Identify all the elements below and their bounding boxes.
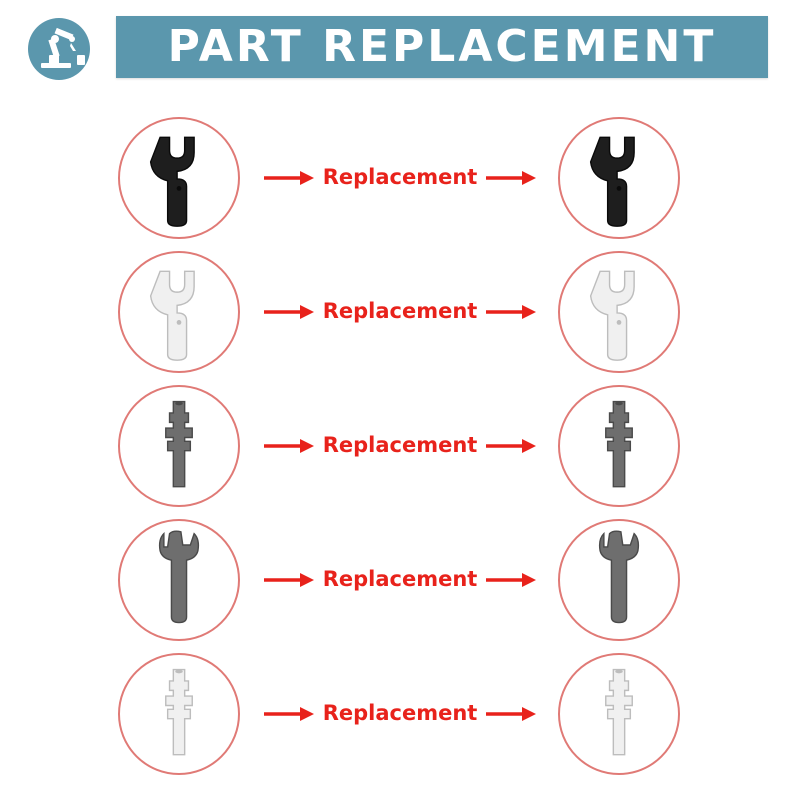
- gray-nozzle-pin-icon: [605, 400, 633, 488]
- old-part-circle: [118, 385, 240, 507]
- arrow-right-icon: [486, 706, 536, 721]
- replacement-row: Replacement: [0, 117, 800, 239]
- old-part-circle: [118, 117, 240, 239]
- new-part-circle: [558, 117, 680, 239]
- arrow-right-icon: [264, 170, 314, 185]
- logo: [27, 17, 91, 81]
- robot-arm-icon: [28, 18, 90, 80]
- title-banner: PART REPLACEMENT: [116, 16, 768, 78]
- new-part-circle: [558, 385, 680, 507]
- new-part-circle: [558, 653, 680, 775]
- old-part-circle: [118, 653, 240, 775]
- black-clip-part-icon: [149, 136, 195, 227]
- replacement-label: Replacement: [322, 433, 478, 457]
- replacement-label: Replacement: [322, 165, 478, 189]
- arrow-right-icon: [486, 438, 536, 453]
- replacement-label: Replacement: [322, 567, 478, 591]
- white-clip-part-icon: [589, 270, 635, 361]
- white-clip-part-icon: [149, 270, 195, 361]
- new-part-circle: [558, 519, 680, 641]
- replacement-label: Replacement: [322, 701, 478, 725]
- white-nozzle-pin-icon: [605, 668, 633, 756]
- page-title: PART REPLACEMENT: [167, 21, 717, 72]
- old-part-circle: [118, 519, 240, 641]
- old-part-circle: [118, 251, 240, 373]
- arrow-right-icon: [264, 572, 314, 587]
- replacement-indicator: Replacement: [264, 560, 536, 598]
- white-nozzle-pin-icon: [165, 668, 193, 756]
- gray-nozzle-pin-icon: [165, 400, 193, 488]
- arrow-right-icon: [264, 304, 314, 319]
- replacement-row: Replacement: [0, 653, 800, 775]
- replacement-row: Replacement: [0, 251, 800, 373]
- replacement-row: Replacement: [0, 519, 800, 641]
- replacement-indicator: Replacement: [264, 694, 536, 732]
- replacement-indicator: Replacement: [264, 158, 536, 196]
- replacement-indicator: Replacement: [264, 426, 536, 464]
- arrow-right-icon: [486, 170, 536, 185]
- arrow-right-icon: [486, 572, 536, 587]
- replacement-row: Replacement: [0, 385, 800, 507]
- arrow-right-icon: [264, 438, 314, 453]
- new-part-circle: [558, 251, 680, 373]
- arrow-right-icon: [486, 304, 536, 319]
- gray-wrench-part-icon: [158, 530, 200, 624]
- replacement-indicator: Replacement: [264, 292, 536, 330]
- arrow-right-icon: [264, 706, 314, 721]
- black-clip-part-icon: [589, 136, 635, 227]
- replacement-label: Replacement: [322, 299, 478, 323]
- gray-wrench-part-icon: [598, 530, 640, 624]
